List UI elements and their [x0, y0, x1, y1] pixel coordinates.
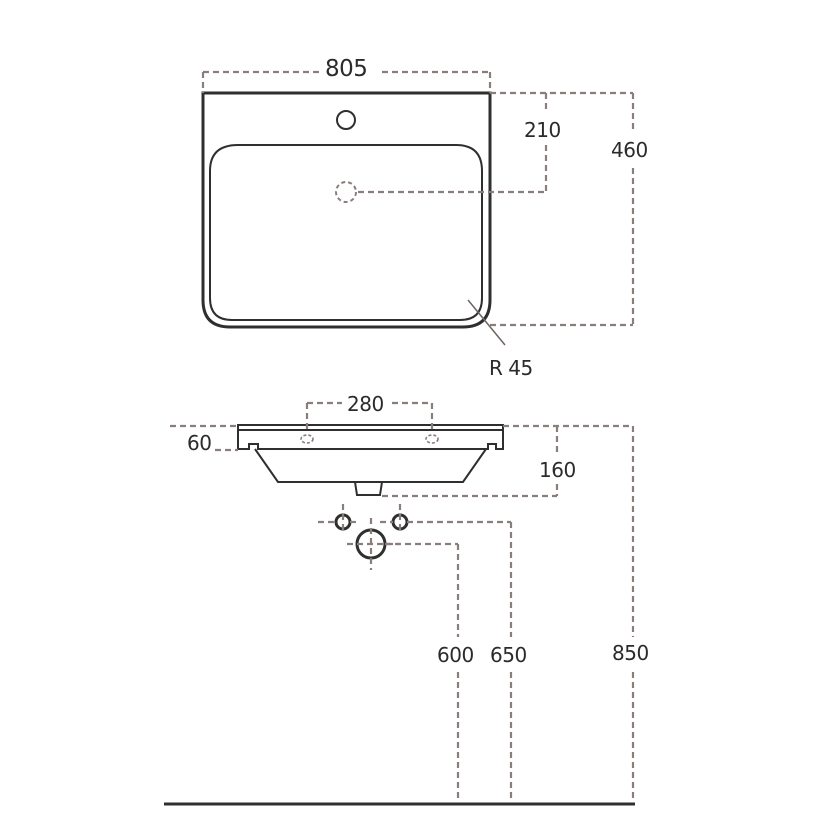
- top-view: [201, 70, 635, 346]
- waste-outlet: [354, 481, 383, 496]
- basin-bowl-profile: [254, 448, 487, 483]
- drain-hole-icon: [335, 181, 357, 203]
- depth-dimension-label: 460: [608, 140, 651, 160]
- tap-hole-icon: [336, 110, 356, 130]
- tap-spacing-dimension-label: 280: [344, 394, 387, 414]
- basin-height-dimension-label: 160: [536, 460, 579, 480]
- rim-height-dimension-label: 850: [609, 643, 652, 663]
- basin-inner-bowl: [209, 144, 483, 321]
- basin-outer-outline: [201, 91, 492, 329]
- corner-radius-label: R 45: [489, 356, 533, 380]
- tap-hole-right-icon: [425, 434, 439, 444]
- basin-rim: [237, 424, 504, 450]
- width-dimension-label: 805: [322, 58, 371, 81]
- tap-hole-left-icon: [300, 434, 314, 444]
- supply-height-dimension-label: 650: [487, 645, 530, 665]
- waste-height-dimension-label: 600: [434, 645, 477, 665]
- tap-offset-dimension-label: 210: [521, 120, 564, 140]
- rim-thickness-dimension-label: 60: [187, 431, 212, 455]
- side-view: [164, 401, 635, 806]
